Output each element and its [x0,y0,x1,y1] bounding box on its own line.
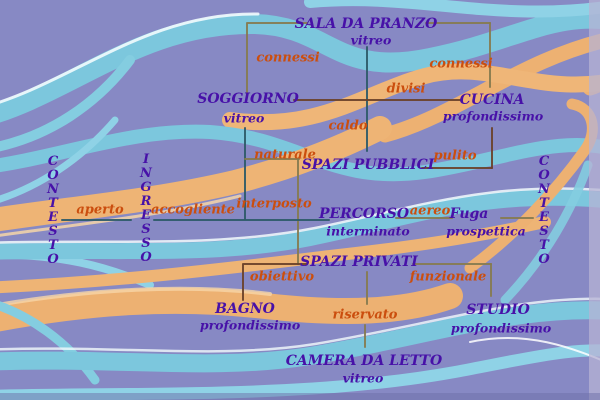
vertical-letter: E [48,210,58,225]
edge-label-pulito: pulito [433,148,477,164]
edge-riservato-v-bot [364,324,366,348]
edge-obiettivo-h [243,263,308,265]
vertical-letter: T [539,238,549,253]
vertical-letter: C [47,154,59,169]
node-percorso-sublabel: interminato [326,223,410,239]
node-studio[interactable]: STUDIO [466,302,530,318]
edge-label-aperto: aperto [76,202,124,218]
vertical-letter: E [539,210,549,225]
canvas-right-edge [589,0,600,400]
vertical-letter: O [140,250,152,265]
edge-label-connessi-left: connessi [256,50,320,66]
vertical-letter: T [48,238,58,253]
edge-divisi-h [293,99,461,101]
vertical-letter: S [141,236,151,251]
node-soggiorno[interactable]: SOGGIORNO [197,91,299,107]
vertical-letter: S [141,222,151,237]
vertical-letter: N [47,182,59,197]
edge-label-connessi-right: connessi [429,56,493,72]
vertical-letter: O [538,252,550,267]
edge-sala-soggiorno-v [246,22,248,95]
vertical-letter: C [538,154,550,169]
node-camera-da-letto-sublabel: vitreo [342,370,384,386]
vertical-letter: E [141,208,151,223]
node-sala-da-pranzo-sublabel: vitreo [350,32,392,48]
edge-aperto-h [61,219,132,221]
node-sala-da-pranzo[interactable]: SALA DA PRANZO [294,16,438,32]
edge-label-accogliente: accogliente [151,202,235,218]
node-percorso[interactable]: PERCORSO [318,206,410,222]
edge-label-naturale: naturale [254,147,316,163]
edge-label-obiettivo: obiettivo [249,269,315,285]
node-cucina-sublabel: profondissimo [442,108,544,124]
edge-sala-cucina-h [425,22,491,24]
node-cucina[interactable]: CUCINA [459,92,525,108]
edge-riservato-v-top [366,271,368,305]
node-fuga-prospettica[interactable]: Fuga [449,206,489,222]
vertical-letter: G [140,180,152,195]
vertical-letter: S [48,224,58,239]
edge-aereo-h [395,217,453,219]
vertical-letter: O [47,252,59,267]
edge-accogliente-h [153,219,330,221]
edge-label-caldo: caldo [328,118,368,134]
edge-label-divisi: divisi [386,81,426,97]
node-bagno[interactable]: BAGNO [215,301,275,317]
edge-label-interposto: interposto [236,196,312,212]
edge-obiettivo-v [242,263,244,301]
edge-pulito-h [421,167,493,169]
vertical-letter: O [47,168,59,183]
vertical-letter: S [539,224,549,239]
edge-interposto-v [297,158,299,265]
node-soggiorno-sublabel: vitreo [223,110,265,126]
edge-label-aereo: aereo [409,203,451,219]
edge-naturale-h [244,158,300,160]
edge-soggiorno-axis-v [244,127,246,220]
edge-fuga-contesto-h [500,217,534,219]
vertical-letter: T [48,196,58,211]
edge-sala-soggiorno-h [247,22,308,24]
vertical-letter: I [142,152,150,167]
edge-label-riservato: riservato [332,307,398,323]
node-fuga-prospettica-sublabel: prospettica [446,223,526,239]
node-bagno-sublabel: profondissimo [199,317,301,333]
canvas-bottom-edge [0,393,600,400]
vertical-letter: N [538,182,550,197]
vertical-letter: R [140,194,152,209]
node-studio-sublabel: profondissimo [450,320,552,336]
vertical-letter: T [539,196,549,211]
node-camera-da-letto[interactable]: CAMERA DA LETTO [285,353,443,369]
edge-label-funzionale: funzionale [409,269,487,285]
edge-sala-cucina-v [489,22,491,88]
node-spazi-pubblici[interactable]: SPAZI PUBBLICI [301,157,435,173]
edge-pulito-v [491,127,493,169]
node-spazi-privati[interactable]: SPAZI PRIVATI [300,254,418,270]
vertical-letter: N [140,166,152,181]
vertical-letter: O [538,168,550,183]
edge-funzionale-h [412,263,492,265]
edge-funzionale-v [490,263,492,297]
